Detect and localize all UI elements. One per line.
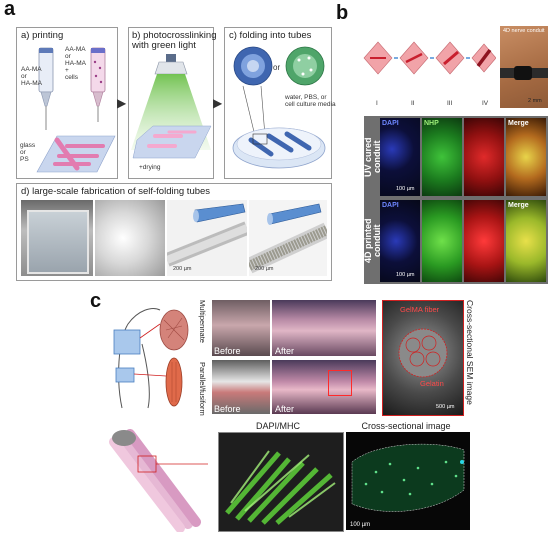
4d-dapi-label: DAPI bbox=[382, 202, 399, 209]
folding-steps-graphic bbox=[363, 41, 497, 75]
arrow-right-icon: ▶ bbox=[213, 96, 223, 110]
multipennate-label: Multipennate bbox=[198, 300, 207, 343]
uv-red-image bbox=[464, 118, 504, 196]
panel-b-letter: b bbox=[336, 2, 349, 24]
gelma-label: GelMA fiber bbox=[400, 305, 440, 314]
step-label-2: II bbox=[411, 100, 415, 107]
sem-title: Cross-sectional SEM image bbox=[465, 300, 475, 405]
sem-image bbox=[382, 300, 464, 416]
single-tube-photo bbox=[167, 200, 247, 276]
4d-merge-label: Merge bbox=[508, 202, 529, 209]
bottom-scale-bar: 100 µm bbox=[350, 522, 371, 528]
arrow-right-icon: ▶ bbox=[117, 96, 127, 110]
step-label-3: III bbox=[447, 100, 453, 107]
arm-muscle-schematic bbox=[113, 308, 189, 409]
row-label-4d: 4D printed conduit bbox=[363, 218, 382, 264]
folded-tube-inset bbox=[232, 46, 326, 169]
glass-substrate bbox=[36, 135, 116, 173]
uv-nhp-image bbox=[422, 118, 462, 196]
sem-scale-bar: 500 µm bbox=[436, 404, 455, 410]
ink-label-left: AA-MA or HA-MA bbox=[21, 66, 42, 87]
parallel-after-photo bbox=[272, 360, 376, 414]
uv-nhp-label: NHP bbox=[424, 120, 439, 127]
large-scale-title: d) large-scale fabrication of self-foldi… bbox=[21, 186, 211, 197]
4d-dapi-image bbox=[380, 200, 420, 282]
multipennate-after-photo bbox=[272, 300, 376, 356]
row-label-uv: UV cured conduit bbox=[363, 137, 382, 177]
4d-scale-bar: 100 µm bbox=[396, 272, 415, 278]
uv-merge-image bbox=[506, 118, 546, 196]
4d-merge-image bbox=[506, 200, 546, 282]
crosslinking-title: b) photocrosslinking with green light bbox=[132, 30, 217, 51]
crosslinking-box: b) photocrosslinking with green light +d… bbox=[128, 27, 217, 179]
fiber-bundle-schematic bbox=[109, 429, 208, 532]
uv-merge-label: Merge bbox=[508, 120, 529, 127]
before-label-1: Before bbox=[214, 346, 241, 356]
before-label-2: Before bbox=[214, 404, 241, 414]
cross-section-image bbox=[346, 432, 470, 530]
scale-bar-2: 200 µm bbox=[255, 266, 274, 272]
cross-section-header: Cross-sectional image bbox=[361, 421, 451, 431]
parallel-before-photo bbox=[212, 360, 270, 414]
conduit-scale: 2 mm bbox=[528, 98, 542, 104]
conduit-label: 4D nerve conduit bbox=[503, 28, 545, 34]
uv-dapi-label: DAPI bbox=[382, 120, 399, 127]
substrate-label: glass or PS bbox=[20, 142, 36, 163]
printing-title: a) printing bbox=[21, 30, 64, 41]
cell-tube-photo bbox=[249, 200, 327, 276]
folding-steps-strip bbox=[362, 28, 497, 110]
syringe-icon bbox=[38, 47, 106, 130]
uv-scale-bar: 100 µm bbox=[396, 186, 415, 192]
scale-bar-1: 200 µm bbox=[173, 266, 192, 272]
panel-c-letter: c bbox=[90, 290, 102, 312]
4d-green-image bbox=[422, 200, 462, 282]
step-label-1: I bbox=[376, 100, 378, 107]
beaker-photo bbox=[21, 200, 93, 276]
dapi-mhc-header: DAPI/MHC bbox=[255, 421, 300, 431]
dapi-mhc-3d-image bbox=[218, 432, 344, 532]
parallel-fusiform-label: Parallel/fusiform bbox=[198, 362, 207, 416]
large-scale-box: d) large-scale fabrication of self-foldi… bbox=[16, 183, 332, 281]
gelatin-label: Gelatin bbox=[420, 379, 444, 388]
green-light-lamp-icon bbox=[131, 54, 212, 159]
ink-label-right: AA-MA or HA-MA + cells bbox=[65, 46, 86, 81]
step-label-4: IV bbox=[482, 100, 489, 107]
drying-label: +drying bbox=[139, 164, 161, 171]
4d-red-image bbox=[464, 200, 504, 282]
tubes-pile-photo bbox=[95, 200, 165, 276]
folding-or: or bbox=[273, 63, 281, 72]
folding-box: c) folding into tubes or water, PBS, or … bbox=[224, 27, 336, 179]
folding-media: water, PBS, or cell culture media bbox=[285, 94, 336, 108]
nerve-conduit-photo bbox=[500, 26, 548, 108]
panel-a-letter: a bbox=[4, 0, 16, 20]
after-label-2: After bbox=[275, 404, 295, 414]
folding-title: c) folding into tubes bbox=[229, 30, 312, 41]
multipennate-before-photo bbox=[212, 300, 270, 356]
after-label-1: After bbox=[275, 346, 295, 356]
uv-dapi-image bbox=[380, 118, 420, 196]
printing-box: a) printing AA-MA or HA-MA AA-MA or HA-M… bbox=[16, 27, 118, 179]
